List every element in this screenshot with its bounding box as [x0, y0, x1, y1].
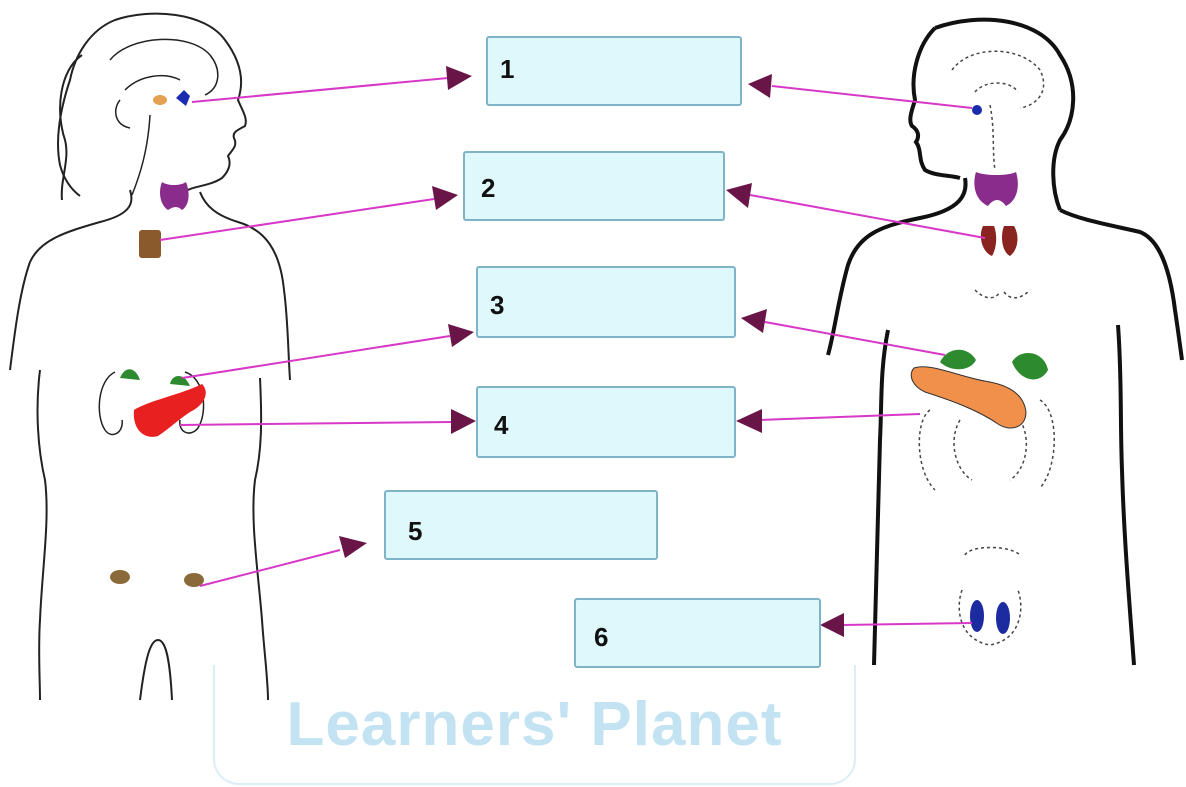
male-adrenal-left: [940, 349, 976, 370]
label-box-2[interactable]: 2: [463, 151, 725, 221]
connector-4-male: [759, 413, 921, 421]
male-glands: [910, 105, 1048, 634]
male-head-outline: [908, 17, 1076, 211]
male-thyroid: [974, 172, 1018, 206]
connector-2-male: [749, 194, 986, 239]
label-number-5: 5: [408, 516, 423, 546]
male-inner-lines: [918, 50, 1055, 646]
connector-lines: [159, 77, 986, 626]
female-brain-lines: [109, 38, 219, 196]
female-pineal: [153, 95, 167, 105]
label-number-4: 4: [494, 410, 509, 440]
male-pituitary: [972, 105, 982, 115]
arrowhead-4-male: [736, 409, 762, 433]
female-figure: [9, 12, 291, 701]
arrowhead-2-male: [726, 183, 752, 208]
male-torso: [872, 324, 1136, 666]
connector-5-female: [199, 549, 341, 587]
female-ovary-left: [110, 570, 130, 584]
male-parathyroid: [980, 226, 1018, 256]
female-adrenal-left: [120, 369, 140, 380]
arrowhead-2-female: [432, 186, 458, 210]
female-thyroid: [160, 182, 189, 210]
label-box-5[interactable]: 5: [384, 490, 658, 560]
connector-4-female: [179, 421, 453, 426]
female-torso: [36, 369, 269, 701]
connector-6-male: [841, 622, 973, 626]
female-ponytail: [59, 54, 83, 201]
connector-3-female: [181, 335, 451, 379]
female-adrenal-right: [170, 376, 190, 386]
label-number-1: 1: [500, 54, 515, 84]
connector-1-male: [771, 85, 973, 109]
label-box-4[interactable]: 4: [476, 386, 736, 458]
arrowheads: [339, 66, 844, 637]
arrowhead-1-female: [446, 66, 472, 90]
male-figure: [826, 17, 1184, 666]
arrowhead-3-male: [741, 309, 767, 333]
arrowhead-4-female: [451, 409, 476, 434]
female-kidneys: [98, 371, 205, 436]
male-neck-and-shoulders: [826, 177, 1184, 361]
female-head-outline: [57, 12, 247, 197]
arrowhead-6-male: [820, 613, 844, 637]
label-number-3: 3: [490, 290, 505, 320]
arrowhead-1-male: [748, 74, 772, 98]
connector-3-male: [764, 321, 946, 356]
label-box-6[interactable]: 6: [574, 598, 821, 668]
male-pancreas: [910, 366, 1027, 429]
female-ovary-right: [184, 573, 204, 587]
label-box-3[interactable]: 3: [476, 266, 736, 338]
connector-2-female: [159, 198, 435, 241]
male-testis-right: [996, 602, 1010, 634]
watermark-frame: Learners' Planet: [213, 665, 856, 785]
female-pancreas: [133, 384, 206, 437]
male-adrenal-right: [1012, 352, 1048, 380]
female-neck-and-shoulders: [9, 189, 291, 381]
label-box-1[interactable]: 1: [486, 36, 742, 106]
female-pituitary: [176, 90, 190, 106]
watermark-text: Learners' Planet: [286, 690, 783, 759]
male-testis-left: [970, 600, 984, 632]
arrowhead-5-female: [339, 536, 367, 558]
connector-1-female: [191, 77, 449, 103]
arrowhead-3-female: [448, 324, 474, 347]
label-number-2: 2: [481, 173, 496, 203]
female-parathyroid: [139, 230, 161, 258]
female-glands: [110, 90, 206, 587]
label-number-6: 6: [594, 622, 609, 652]
